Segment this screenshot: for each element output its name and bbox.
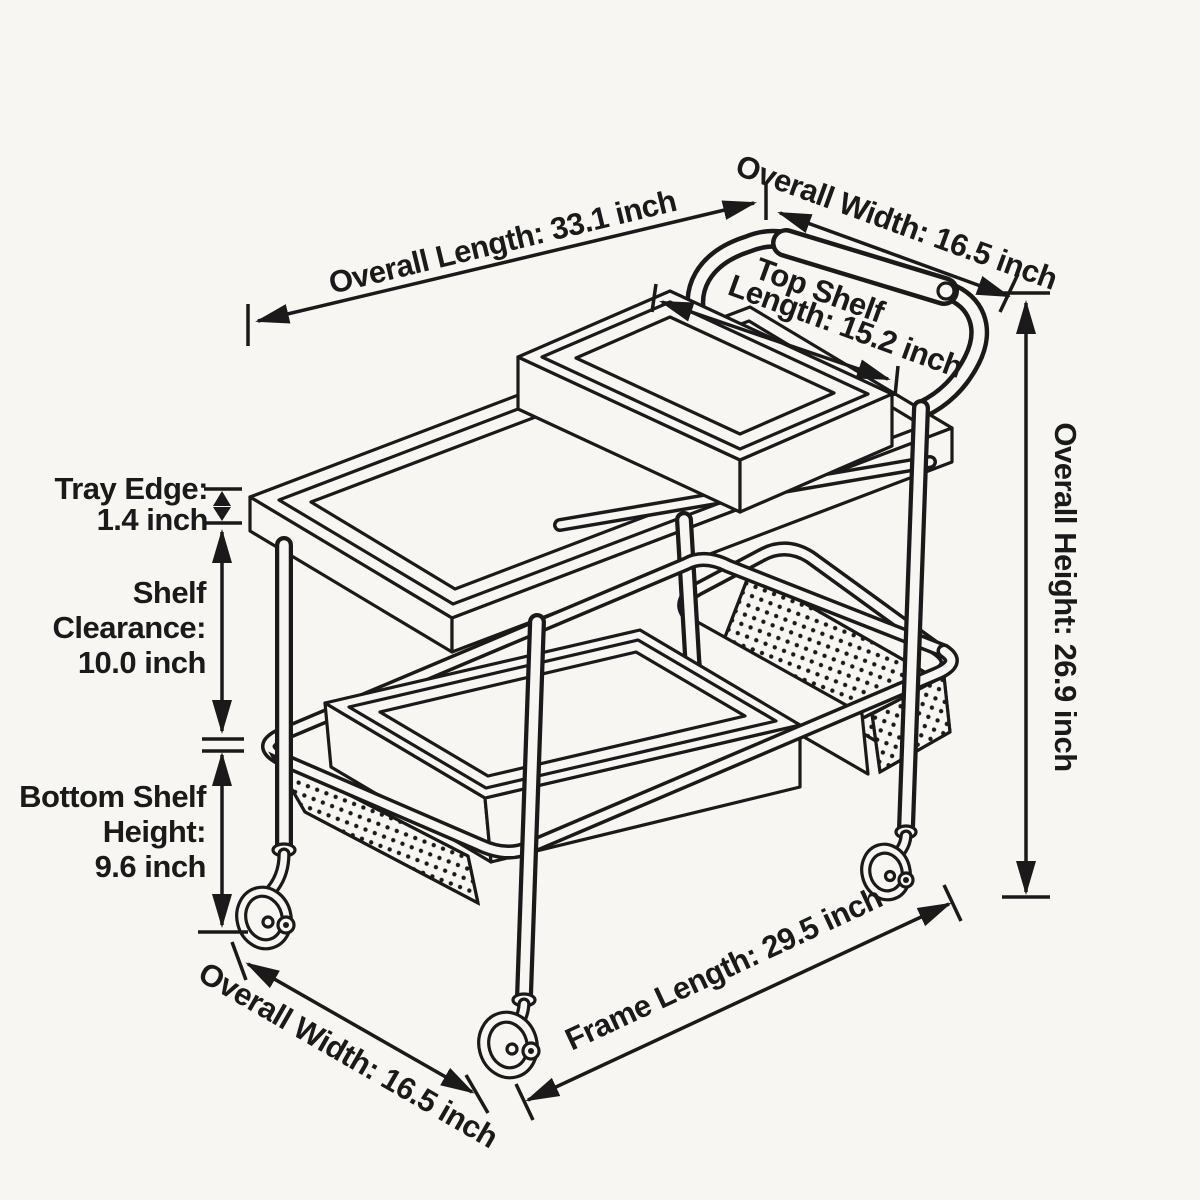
shelf-clearance-label-line3: 10.0 inch (78, 645, 206, 680)
tray-edge-label-line1: Tray Edge: (55, 471, 209, 506)
shelf-clearance-label-line1: Shelf (133, 575, 207, 610)
tray-edge-label-line2: 1.4 inch (97, 502, 208, 537)
right-leg (897, 399, 930, 837)
left-caster-wheel (235, 842, 297, 951)
dim-tray-edge: Tray Edge: 1.4 inch (55, 471, 242, 537)
overall-height-label: Overall Height: 26.9 inch (1048, 422, 1083, 771)
shelf-clearance-label-line2: Clearance: (52, 610, 206, 645)
grip-end-cap (936, 281, 956, 301)
dim-overall-height: Overall Height: 26.9 inch (1002, 291, 1083, 899)
dim-frame-length: Frame Length: 29.5 inch (514, 880, 963, 1121)
dim-bottom-shelf-height: Bottom Shelf Height: 9.6 inch (19, 749, 248, 934)
dim-shelf-clearance: Shelf Clearance: 10.0 inch (52, 529, 244, 741)
overall-length-label: Overall Length: 33.1 inch (325, 183, 679, 301)
frame-length-label: Frame Length: 29.5 inch (560, 880, 888, 1058)
front-caster-wheel (477, 992, 541, 1080)
overall-width-bottom-label: Overall Width: 16.5 inch (193, 955, 504, 1155)
left-basket-mesh (268, 751, 481, 906)
right-caster-wheel (860, 824, 918, 902)
bottom-shelf-height-label-line1: Bottom Shelf (19, 779, 207, 814)
bottom-shelf-height-label-line2: Height: (103, 814, 206, 849)
dim-overall-width-bottom: Overall Width: 16.5 inch (193, 941, 504, 1155)
left-basket (268, 751, 481, 906)
bottom-shelf-height-label-line3: 9.6 inch (95, 849, 206, 884)
